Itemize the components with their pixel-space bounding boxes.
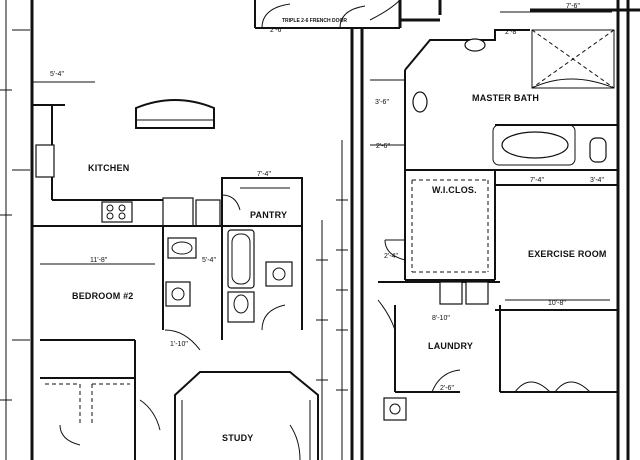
room-label-kitchen: KITCHEN bbox=[88, 163, 129, 173]
hall-bath bbox=[221, 226, 303, 340]
dryer bbox=[465, 281, 489, 305]
kitchen-area bbox=[32, 81, 221, 227]
laundry-room bbox=[377, 281, 501, 421]
washer bbox=[439, 281, 463, 305]
dim-exercise-left: 7'-4" bbox=[530, 177, 544, 184]
dim-door-left: 2'-6" bbox=[270, 27, 284, 34]
bathtub bbox=[501, 131, 569, 159]
room-label-pantry: PANTRY bbox=[250, 210, 287, 220]
toilet-master bbox=[589, 137, 607, 163]
room-label-laundry: LAUNDRY bbox=[428, 341, 473, 351]
room-label-master-bath: MASTER BATH bbox=[472, 93, 539, 103]
study bbox=[139, 371, 319, 460]
dim-laundry-door: 2'-6" bbox=[440, 385, 454, 392]
dim-bath-left: 3'-6" bbox=[375, 99, 389, 106]
room-label-exercise-room: EXERCISE ROOM bbox=[528, 249, 607, 259]
dim-bedroom-width: 11'-8" bbox=[90, 257, 108, 264]
bedroom-2 bbox=[32, 225, 222, 460]
hall-toilet bbox=[227, 291, 255, 323]
sink-fixture bbox=[35, 144, 55, 178]
french-door-area bbox=[254, 0, 401, 460]
kitchen-island bbox=[135, 99, 215, 129]
dim-bedroom-door: 1'-10" bbox=[170, 341, 188, 348]
bath-sink-2 bbox=[412, 91, 428, 113]
fridge-fixture bbox=[162, 197, 194, 227]
top-right-walls bbox=[398, 0, 640, 460]
hall-dimension-lines bbox=[316, 79, 405, 460]
dim-kitchen-width: 5'-4" bbox=[50, 71, 64, 78]
dim-laundry-width: 8'-10" bbox=[432, 315, 450, 322]
bath-sink-1 bbox=[464, 38, 486, 52]
dim-bath-door: 2'-6" bbox=[376, 143, 390, 150]
water-heater bbox=[383, 397, 407, 421]
hall-sink bbox=[265, 261, 293, 287]
hall-bathtub bbox=[227, 229, 255, 289]
dim-bath-top: 2'-8" bbox=[505, 29, 519, 36]
shower bbox=[531, 29, 615, 89]
dim-pantry-width: 7'-4" bbox=[257, 171, 271, 178]
pantry bbox=[221, 177, 303, 227]
french-door-note: TRIPLE 2-6 FRENCH DOOR bbox=[282, 18, 347, 24]
dim-closet-door: 2'-4" bbox=[384, 253, 398, 260]
master-bath bbox=[404, 29, 618, 171]
range-fixture bbox=[101, 201, 133, 223]
room-label-study: STUDY bbox=[222, 433, 254, 443]
dim-exercise-right: 3'-4" bbox=[590, 177, 604, 184]
room-label-walk-in-closet: W.I.CLOS. bbox=[432, 185, 477, 195]
bed2-sink bbox=[165, 281, 191, 307]
walk-in-closet bbox=[384, 170, 496, 281]
dim-exercise-width: 10'-8" bbox=[548, 300, 566, 307]
left-exterior-wall bbox=[0, 0, 34, 460]
exercise-room bbox=[495, 184, 618, 393]
room-label-bedroom-2: BEDROOM #2 bbox=[72, 291, 134, 301]
bottom-left-closets bbox=[40, 377, 135, 446]
dim-top-right: 7'-6" bbox=[566, 3, 580, 10]
bed2-toilet bbox=[167, 237, 197, 259]
dim-hall-bath: 5'-4" bbox=[202, 257, 216, 264]
